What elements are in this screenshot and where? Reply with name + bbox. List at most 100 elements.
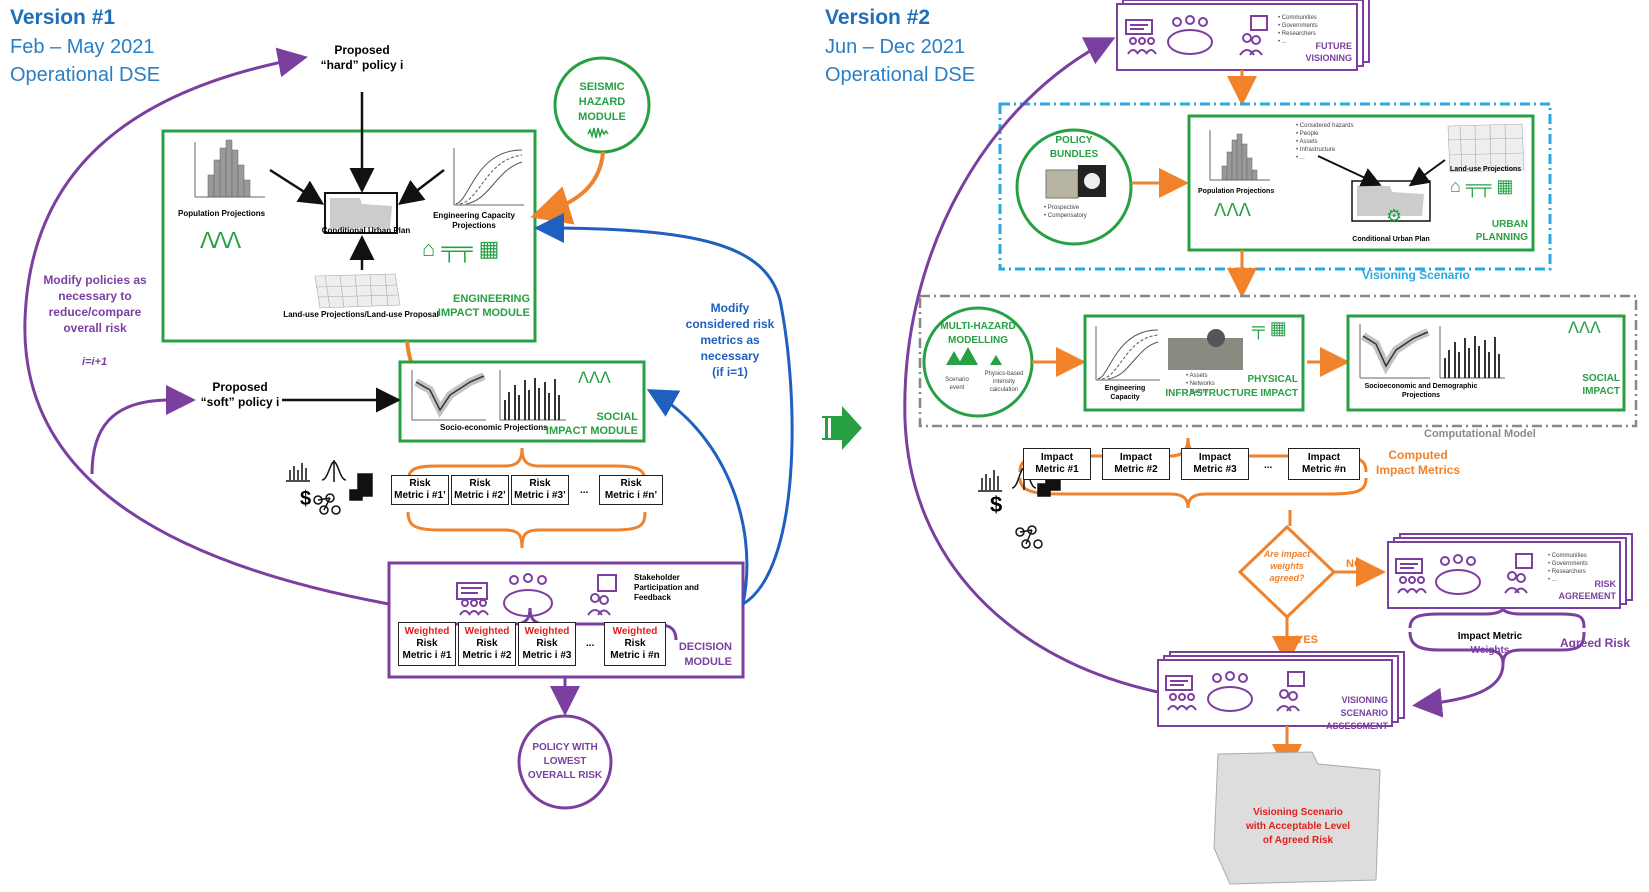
iteration-label: i=i+1 <box>82 356 108 368</box>
agreed-risk-label: Agreed Risk <box>1560 636 1631 650</box>
risk-metric-ellipsis: ... <box>580 485 589 496</box>
hard-policy-label: Proposed“hard” policy i <box>320 43 404 72</box>
socio-line-chart <box>411 370 486 421</box>
infrastructure-icons-v2: ⌂ ╤╤ ▦ <box>1450 176 1514 196</box>
socio-bar-chart-v2 <box>1439 326 1505 379</box>
soft-policy-label: Proposed“soft” policy i <box>200 380 280 409</box>
v1-pop-proj: Population Projections <box>178 209 266 218</box>
final-scenario-shape <box>1213 751 1381 885</box>
socio-line-chart-v2 <box>1359 324 1430 379</box>
physical-label: PHYSICAL <box>1247 374 1298 385</box>
socio-bar-chart <box>499 370 566 421</box>
v2-landuse: Land-use Projections <box>1450 166 1522 173</box>
visioning-scenario-label: Visioning Scenario <box>1362 268 1470 282</box>
v1-dates: Feb – May 2021 <box>10 36 155 58</box>
computational-model-frame <box>918 294 1638 428</box>
fragility-curves-v2 <box>1095 326 1160 381</box>
infrastructure-icons-v1: ⌂ ╤╤ ▦ <box>422 236 500 261</box>
metric-icons-v1 <box>286 460 373 515</box>
version-transition-arrow <box>822 406 862 450</box>
people-icons-social-v2: ᐱᐱᐱ <box>1568 320 1601 337</box>
stakeholders-list-top: • Communities• Governments• Researchers•… <box>1278 15 1318 45</box>
visioning-scenario-frame <box>998 102 1552 271</box>
stakeholder-icons-risk <box>1395 553 1533 595</box>
social-module-box <box>398 360 646 443</box>
v2-title: Version #2 <box>825 6 931 29</box>
infrastructure-impact-label: INFRASTRUCTURE IMPACT <box>1165 388 1298 399</box>
v1-cond-plan: Conditional Urban Plan <box>321 226 411 235</box>
policy-lowest-circle <box>517 714 613 810</box>
computational-model-label: Computational Model <box>1424 428 1536 440</box>
risk-agreement-box <box>1387 541 1621 609</box>
stakeholder-icons-assess <box>1165 671 1305 712</box>
yes-label: YES <box>1296 634 1319 646</box>
dollar-icon-v1: $ <box>300 488 312 510</box>
stakeholder-icons-top <box>1125 15 1268 56</box>
no-label: NO <box>1346 558 1363 570</box>
vis-assessment-box <box>1157 659 1393 727</box>
v1-landuse: Land-use Projections/Land-use Proposal <box>283 310 439 319</box>
hazard-icons <box>946 347 1002 365</box>
impact-metric-ellipsis: ... <box>1264 460 1273 471</box>
infrastructure-icons-physical: ╤ ▦ <box>1252 318 1287 338</box>
v2-cond-plan: Conditional Urban Plan <box>1352 236 1430 243</box>
people-icons-v2: ᐱᐱᐱ <box>1214 200 1251 220</box>
stakeholder-icons-v1 <box>456 573 617 617</box>
v1-socio-proj: Socio-economic Projections <box>440 423 548 432</box>
stakeholders-list-risk: • Communities• Governments• Researchers•… <box>1548 553 1588 583</box>
network-icon-v2: ⚙ <box>1386 206 1403 226</box>
dollar-icon-v2: $ <box>990 492 1003 517</box>
assets-list: • Assets• Networks• Nature <box>1186 373 1215 395</box>
v1-title: Version #1 <box>10 6 116 29</box>
v2-pop-proj: Population Projections <box>1198 188 1275 195</box>
fragility-curves <box>453 148 524 206</box>
v1-subtitle: Operational DSE <box>10 64 161 86</box>
considered-list: • Considered hazards• People• Assets• In… <box>1296 123 1354 161</box>
landuse-map <box>314 273 401 309</box>
people-icons-v1: ᐱᐱᐱ <box>200 228 241 253</box>
people-icons-social: ᐱᐱᐱ <box>578 370 611 387</box>
weighted-ellipsis: ... <box>586 638 595 649</box>
policy-types-list: • Prospective• Compensatory <box>1044 205 1087 219</box>
landuse-map-v2 <box>1447 123 1525 173</box>
v2-subtitle: Operational DSE <box>825 64 976 86</box>
future-visioning-box <box>1116 3 1358 71</box>
